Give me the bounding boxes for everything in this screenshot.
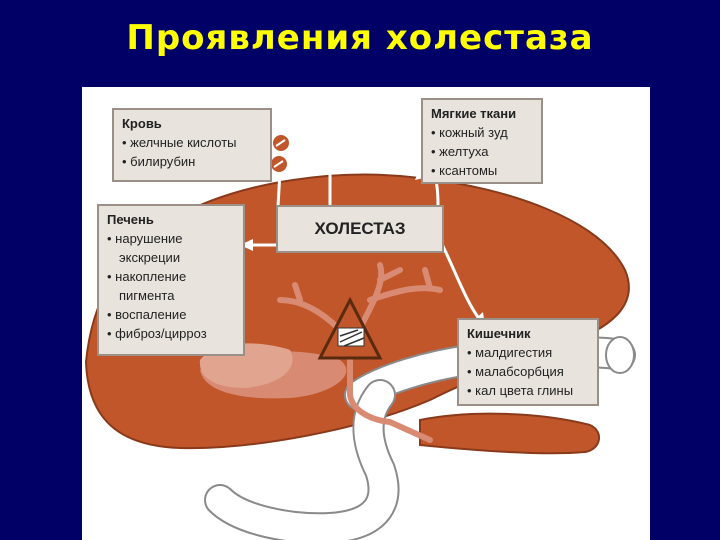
- intestine-end: [605, 336, 635, 374]
- intestine-title: Кишечник: [467, 326, 531, 341]
- soft-tissue-title: Мягкие ткани: [431, 106, 517, 121]
- cholestasis-label: ХОЛЕСТАЗ: [314, 219, 406, 238]
- liver-item: • нарушение: [107, 231, 183, 246]
- liver-item: • фиброз/цирроз: [107, 326, 207, 341]
- liver-title: Печень: [107, 212, 154, 227]
- obstruction-sign: [317, 296, 383, 360]
- liver-item: пигмента: [119, 288, 175, 303]
- intestine-item: малабсорбция: [467, 362, 589, 381]
- liver-item: экскреции: [119, 250, 181, 265]
- soft-tissue-item: желтуха: [431, 142, 533, 161]
- blood-title: Кровь: [122, 116, 162, 131]
- bile-ducts: [277, 262, 443, 443]
- liver-box: Печень • нарушение экскреции • накоплени…: [97, 204, 245, 356]
- liver-item: • накопление: [107, 269, 187, 284]
- liver-item: • воспаление: [107, 307, 187, 322]
- pancreas: [419, 412, 600, 455]
- blood-box: Кровь желчные кислоты билирубин: [112, 108, 272, 182]
- soft-tissue-box: Мягкие ткани кожный зуд желтуха ксантомы: [421, 98, 543, 184]
- blood-item: желчные кислоты: [122, 133, 262, 152]
- cholestasis-box: ХОЛЕСТАЗ: [276, 205, 444, 253]
- blood-item: билирубин: [122, 152, 262, 171]
- soft-tissue-item: кожный зуд: [431, 123, 533, 142]
- soft-tissue-item: ксантомы: [431, 161, 533, 180]
- intestine-box: Кишечник малдигестия малабсорбция кал цв…: [457, 318, 599, 406]
- intestine-item: малдигестия: [467, 343, 589, 362]
- intestine-item: кал цвета глины: [467, 381, 589, 400]
- slide-title: Проявления холестаза: [126, 18, 594, 58]
